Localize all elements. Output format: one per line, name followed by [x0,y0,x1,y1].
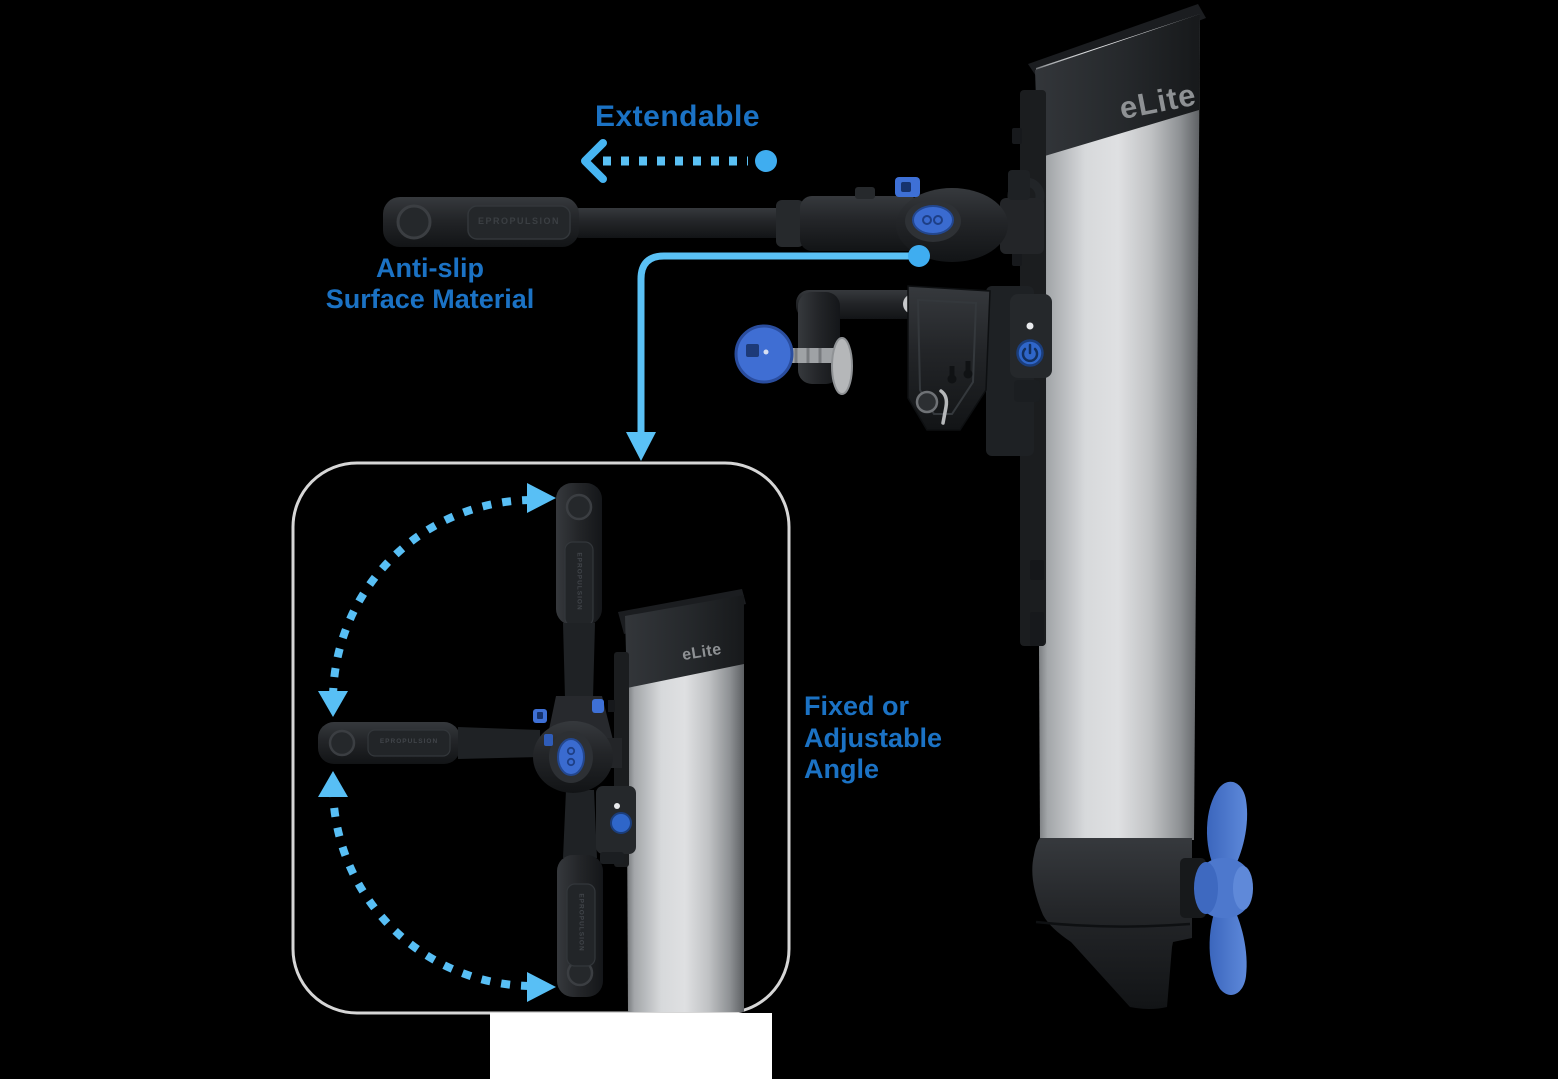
propeller [1194,781,1253,995]
connector-line [637,252,919,434]
rotation-arrow-right-icon [527,483,556,513]
extendable-arrow [581,139,777,183]
tiller-extension-tube [800,196,920,251]
clamp-pad [831,337,853,395]
power-icon [1021,343,1039,363]
clamp-bolt [915,390,939,414]
rotation-arrow-right2-icon [527,972,556,1002]
rotation-arc-lower-line [329,787,534,990]
tiller-shaft [574,208,786,238]
label-antislip-line1: Anti-slip [376,253,484,283]
motor-cap [1035,14,1200,158]
tiller-arm [383,170,1044,262]
rotation-arc-upper-line [329,496,532,701]
label-angle-line2: Adjustable [804,722,943,753]
label-antislip: Anti-slip Surface Material [295,253,565,315]
rotation-arrow-down-icon [318,691,348,717]
inset-pivot [533,699,622,793]
led-indicator [1026,322,1034,330]
label-angle-line1: Fixed or [804,691,910,721]
rotation-arc-lower [318,771,556,1002]
connector-arrowhead-icon [626,432,656,461]
handle-brand-text-inset-horizontal: EPROPULSION [379,738,439,745]
grip-end-cap [396,204,432,240]
callout-connector [626,245,930,461]
tiller-mount-link [1000,198,1044,254]
arrowhead-left-icon [581,139,607,183]
handle-brand-text: EPROPULSION [477,216,560,226]
handle-brand-text-inset-up: EPROPULSION [575,552,583,611]
inset-clip-b [592,699,604,713]
label-fixed-adjustable-angle: Fixed or Adjustable Angle [804,691,1044,786]
tiller-position-down [557,790,603,997]
arrow-origin-dot [755,150,777,172]
transom-clamp [734,285,1052,456]
white-background-block [490,1013,772,1079]
inset-clip-c [544,734,553,746]
rotation-arrow-up-icon [318,771,348,797]
handle-brand-text-inset-down: EPROPULSION [577,893,585,952]
inset-motor-cap [625,595,744,688]
label-angle-line3: Angle [804,754,880,784]
rotation-arc-upper [318,483,556,717]
lower-unit [1032,838,1192,1009]
propeller-blade-bottom [1209,901,1247,995]
grip-brand-plate [467,205,571,240]
label-extendable: Extendable [594,100,761,133]
propeller-blade-top [1206,781,1248,874]
inset-power-button [610,812,632,834]
inset-lock-button [557,738,585,776]
motor-tube [1036,14,1200,840]
inset-diagram [291,461,791,1015]
inset-led [614,803,620,809]
connector-origin-dot [908,245,930,267]
lower-unit-crease [1035,920,1191,928]
label-antislip-line2: Surface Material [325,284,535,314]
tiller-position-horizontal [318,722,540,764]
inset-motor [608,589,746,1012]
inset-control-panel [596,786,636,864]
clamp-knob [734,324,794,384]
inset-motor-tube [626,597,744,1012]
main-outboard-motor [1007,4,1253,1009]
cotter-pin [939,389,949,425]
tiller-collar [776,200,804,247]
